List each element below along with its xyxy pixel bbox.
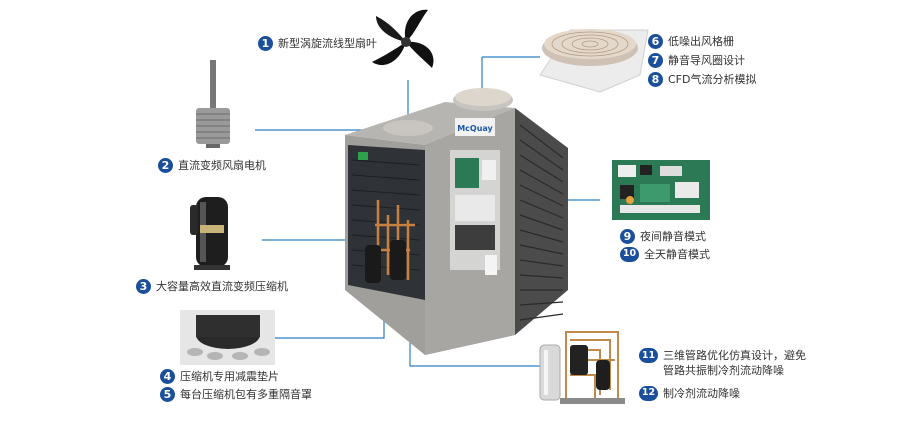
feature-7: 7 静音导风圈设计	[648, 51, 745, 69]
grille-icon	[539, 29, 649, 93]
feature-2-label: 直流变频风扇电机	[178, 159, 266, 172]
badge-4: 4	[160, 368, 175, 384]
badge-11: 11	[639, 348, 658, 363]
feature-4: 4 压缩机专用减震垫片	[160, 367, 279, 385]
badge-5: 5	[160, 386, 175, 402]
piping-icon	[539, 331, 625, 404]
badge-3: 3	[136, 278, 151, 294]
feature-6: 6 低噪出风格栅	[648, 32, 734, 50]
feature-10: 10 全天静音模式	[620, 245, 710, 263]
feature-7-label: 静音导风圈设计	[668, 54, 745, 67]
damper-icon	[180, 310, 275, 365]
feature-11-label-line1: 三维管路优化仿真设计，避免	[663, 349, 806, 362]
feature-6-label: 低噪出风格栅	[668, 35, 734, 48]
feature-9: 9 夜间静音模式	[620, 227, 706, 245]
badge-9: 9	[620, 228, 635, 244]
feature-4-label: 压缩机专用减震垫片	[180, 370, 279, 383]
feature-5-label: 每台压缩机包有多重隔音罩	[180, 388, 312, 401]
badge-6: 6	[648, 33, 663, 49]
feature-1-label: 新型涡旋流线型扇叶	[278, 37, 377, 50]
feature-2: 2 直流变频风扇电机	[158, 156, 266, 174]
feature-10-label: 全天静音模式	[644, 248, 710, 261]
feature-8: 8 CFD气流分析模拟	[648, 70, 756, 88]
badge-12: 12	[639, 385, 658, 401]
fan-motor-icon	[196, 60, 230, 148]
feature-5: 5 每台压缩机包有多重隔音罩	[160, 385, 312, 403]
feature-11-label-line2: 管路共振制冷剂流动降噪	[663, 364, 784, 377]
feature-3: 3 大容量高效直流变频压缩机	[136, 277, 288, 295]
control-board-icon	[612, 160, 710, 220]
badge-10: 10	[620, 246, 639, 262]
feature-1: 1 新型涡旋流线型扇叶	[258, 34, 377, 52]
badge-8: 8	[648, 71, 663, 87]
feature-11: 11 三维管路优化仿真设计，避免 管路共振制冷剂流动降噪	[639, 348, 806, 378]
feature-12-label: 制冷剂流动降噪	[663, 387, 740, 400]
feature-3-label: 大容量高效直流变频压缩机	[156, 280, 288, 293]
feature-12: 12 制冷剂流动降噪	[639, 384, 740, 402]
badge-7: 7	[648, 52, 663, 68]
fan-blade-icon	[372, 9, 434, 68]
feature-9-label: 夜间静音模式	[640, 230, 706, 243]
badge-2: 2	[158, 157, 173, 173]
energy-badge	[358, 152, 368, 160]
brand-logo: McQuay	[457, 124, 493, 133]
feature-8-label: CFD气流分析模拟	[668, 73, 757, 86]
vrv-outdoor-unit: McQuay	[345, 88, 568, 355]
badge-1: 1	[258, 35, 273, 51]
compressor-icon	[190, 197, 230, 270]
